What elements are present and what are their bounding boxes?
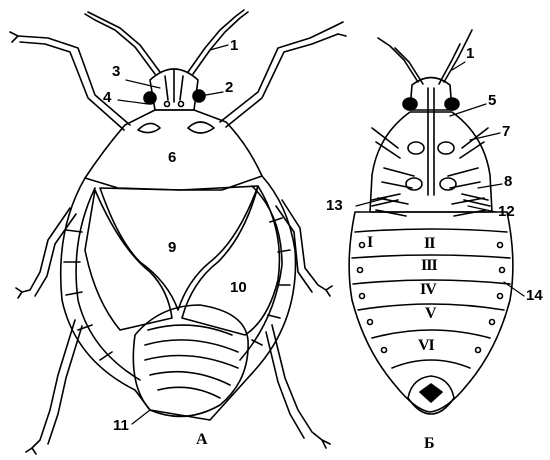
membrane [133, 305, 248, 416]
label-10: 10 [230, 280, 247, 295]
view-label-ventral: Б [424, 436, 435, 452]
middle-leg-right [282, 200, 326, 290]
label-5: 5 [488, 93, 496, 108]
ventral-view-drawing [349, 30, 513, 414]
eye-left [144, 92, 156, 104]
ventral-antenna-left [378, 38, 418, 82]
segment-label-I: I [367, 235, 372, 251]
label-4: 4 [103, 90, 111, 105]
wing-left [85, 190, 172, 330]
left-antenna [88, 12, 160, 72]
label-8: 8 [504, 174, 512, 189]
ocellus-right [179, 102, 184, 107]
wing-right [182, 186, 279, 335]
segment-label-V: V [425, 306, 436, 322]
segment-label-II: II [424, 236, 434, 252]
label-12: 12 [498, 204, 515, 219]
label-9: 9 [168, 240, 176, 255]
label-11: 11 [113, 418, 129, 433]
hind-leg-right [272, 325, 322, 440]
abdomen-outline [61, 176, 296, 420]
middle-leg-left [22, 208, 70, 292]
label-1-dorsal: 1 [230, 38, 238, 53]
label-1-ventral: 1 [466, 46, 474, 61]
ocellus-left [165, 102, 170, 107]
rostrum [428, 88, 434, 195]
view-label-dorsal: А [196, 432, 208, 448]
dorsal-view-drawing [10, 10, 346, 454]
label-2: 2 [225, 80, 233, 95]
label-7: 7 [502, 124, 510, 139]
label-3: 3 [112, 64, 120, 79]
label-13: 13 [326, 198, 343, 213]
front-leg-left [18, 36, 130, 125]
label-6: 6 [168, 150, 176, 165]
label-14: 14 [526, 288, 543, 303]
segment-label-III: III [421, 258, 437, 274]
segment-label-VI: VI [418, 338, 434, 354]
segment-label-IV: IV [420, 282, 436, 298]
